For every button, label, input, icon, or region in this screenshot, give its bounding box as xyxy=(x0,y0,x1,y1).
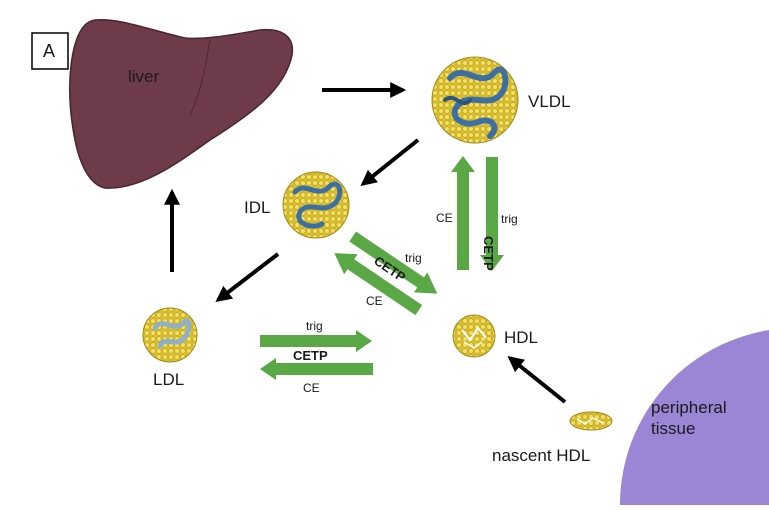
arrow-hdl-to-vldl-ce xyxy=(451,156,475,270)
arrow-idl-to-hdl-trig xyxy=(349,231,438,294)
ldl-label: LDL xyxy=(153,370,184,389)
ldl-particle: LDL xyxy=(142,307,198,389)
nascent-hdl-label: nascent HDL xyxy=(492,446,590,465)
ldl-hdl-ce-label: CE xyxy=(303,381,320,395)
idl-particle: IDL xyxy=(244,171,350,239)
liver-organ: liver xyxy=(69,19,294,189)
ldl-hdl-cetp-label: CETP xyxy=(293,348,328,363)
panel-label-box: A xyxy=(31,32,69,70)
hdl-label: HDL xyxy=(504,328,538,347)
panel-label: A xyxy=(43,41,55,61)
hdl-particle: HDL xyxy=(452,314,538,358)
exchange-arrows xyxy=(260,156,504,380)
arrow-ldl-to-hdl-trig xyxy=(260,330,372,352)
arrow-vldl-to-hdl-trig xyxy=(480,157,504,271)
idl-label: IDL xyxy=(244,198,270,217)
idl-hdl-ce-label: CE xyxy=(366,294,383,308)
flow-arrows xyxy=(164,82,567,404)
vldl-label: VLDL xyxy=(528,92,571,111)
peripheral-tissue: peripheral tissue xyxy=(620,330,769,505)
ldl-hdl-trig-label: trig xyxy=(306,319,323,333)
arrow-hdl-to-idl-ce xyxy=(334,253,423,316)
arrow-hdl-to-ldl-ce xyxy=(260,358,373,380)
nascent-hdl-particle: nascent HDL xyxy=(492,411,613,465)
arrow-idl-to-ldl xyxy=(215,252,280,302)
peripheral-tissue-label-1: peripheral xyxy=(651,398,727,417)
idl-hdl-trig-label: trig xyxy=(405,251,422,265)
arrow-vldl-to-idl xyxy=(360,138,420,186)
liver-label: liver xyxy=(128,67,160,86)
vldl-hdl-trig-label: trig xyxy=(501,212,518,226)
vldl-hdl-cetp-label: CETP xyxy=(481,236,496,271)
vldl-particle: VLDL xyxy=(431,56,571,144)
vldl-hdl-ce-label: CE xyxy=(436,211,453,225)
arrow-nascent-to-hdl xyxy=(507,356,567,404)
peripheral-tissue-label-2: tissue xyxy=(651,419,695,438)
